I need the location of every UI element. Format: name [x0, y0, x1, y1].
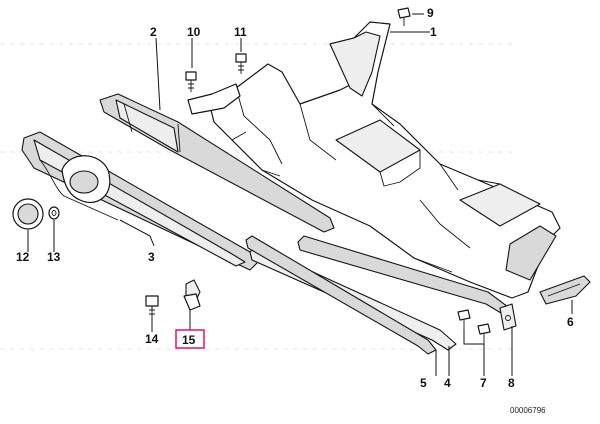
callout-9: 9 [427, 6, 434, 20]
part-8-bracket [499, 303, 517, 331]
callout-4: 4 [444, 376, 451, 390]
callout-14: 14 [145, 332, 159, 346]
callout-12: 12 [16, 250, 30, 264]
svg-text:~ ~ ~ ~ ~ ~ ~ ~ ~ ~ ~ ~ ~ ~ ~: ~ ~ ~ ~ ~ ~ ~ ~ ~ ~ ~ ~ ~ ~ ~ ~ ~ ~ ~ ~ … [0, 39, 514, 49]
callout-7: 7 [480, 376, 487, 390]
part-3-side-trim [21, 131, 259, 271]
callout-13: 13 [47, 250, 61, 264]
callout-6: 6 [567, 315, 574, 329]
part-2-side-trim [99, 93, 335, 233]
callout-3: 3 [148, 250, 155, 264]
callout-10: 10 [187, 25, 201, 39]
svg-text:~ ~ ~ ~ ~ ~ ~ ~ ~ ~ ~ ~ ~ ~ ~: ~ ~ ~ ~ ~ ~ ~ ~ ~ ~ ~ ~ ~ ~ ~ ~ ~ ~ ~ ~ … [0, 344, 514, 354]
highlight-box [175, 329, 205, 349]
part-6-end-cap [539, 275, 591, 305]
callout-15-highlight: 15 [175, 329, 205, 349]
screw-icon [145, 7, 491, 344]
part-12-round-cap [12, 198, 44, 230]
leader-lines [27, 13, 573, 376]
diagram-code: 00006796 [510, 406, 546, 415]
part-13-washer [48, 206, 60, 220]
part-5-trim-strip [245, 235, 437, 355]
part-1-center-console [187, 21, 561, 299]
callout-labels: 2 10 11 9 1 3 12 13 14 6 5 4 7 8 [16, 6, 574, 390]
callout-2: 2 [150, 25, 157, 39]
callout-1: 1 [430, 25, 437, 39]
callout-8: 8 [508, 376, 515, 390]
callout-15: 15 [182, 333, 196, 347]
part-15-clip [183, 279, 201, 311]
callout-5: 5 [420, 376, 427, 390]
callout-11: 11 [234, 25, 247, 39]
